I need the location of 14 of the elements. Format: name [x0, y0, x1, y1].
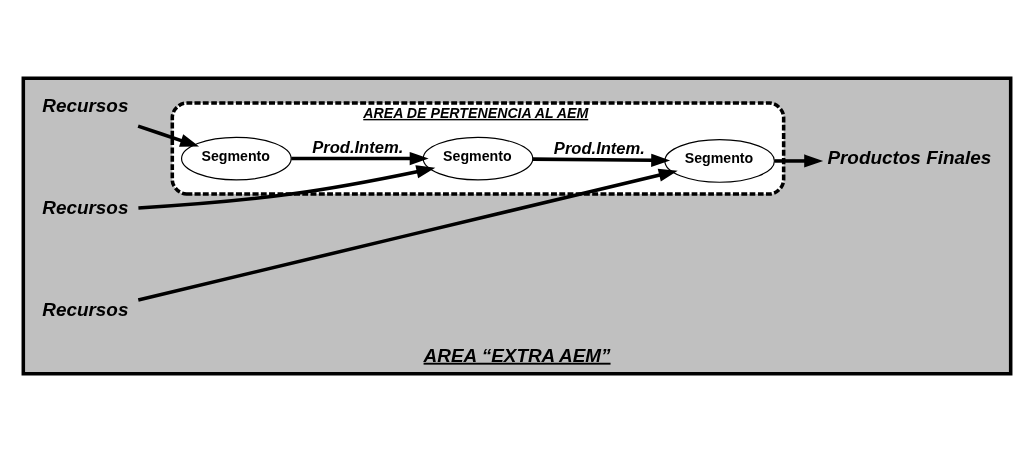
arrow — [137, 165, 435, 210]
arrow — [137, 168, 678, 302]
node-ellipse: Segmento — [663, 139, 775, 183]
node-text: Productos Finales — [826, 147, 991, 169]
edge-label: Prod.Intem. — [553, 139, 645, 159]
arrow — [774, 154, 823, 168]
node-text: Recursos — [41, 196, 128, 218]
node-ellipse: Segmento — [422, 136, 533, 181]
arrow — [137, 124, 199, 147]
node-text: Recursos — [41, 95, 128, 117]
edge-label: Prod.Intem. — [311, 137, 403, 157]
node-text: Recursos — [41, 298, 128, 320]
arrow — [290, 151, 429, 166]
arrow — [532, 153, 670, 167]
